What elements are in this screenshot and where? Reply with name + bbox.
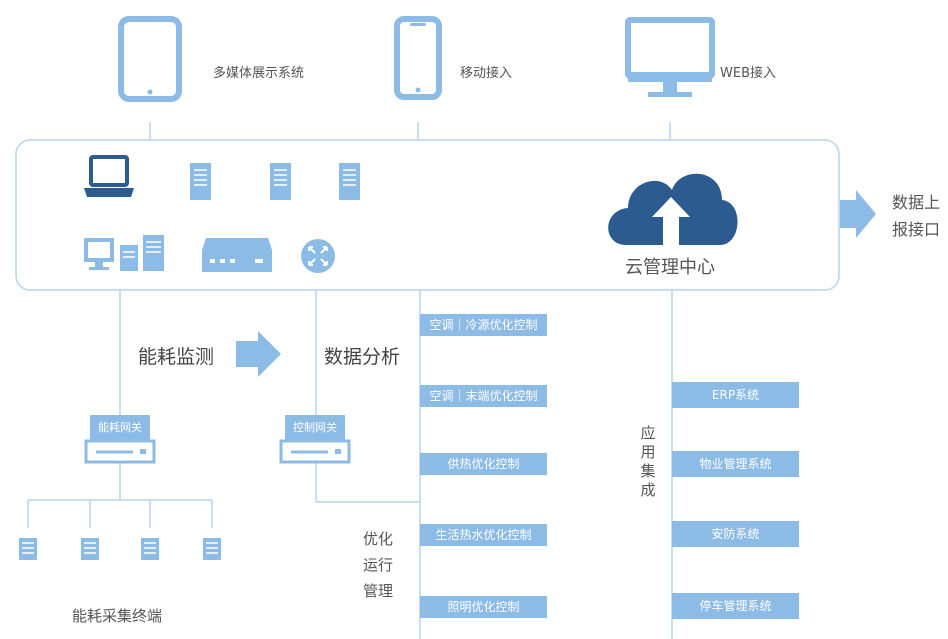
tablet-icon [118, 16, 182, 102]
terminal-icon [19, 538, 37, 560]
optimize-box-chiller: 空调｜冷源优化控制 [420, 314, 547, 336]
energy-gateway-icon [84, 415, 156, 464]
app-box-parking: 停车管理系统 [672, 593, 799, 619]
energy-gateway-label: 能耗网关 [98, 421, 142, 434]
optimize-box-terminal: 空调｜末端优化控制 [420, 385, 547, 407]
optimize-box-lighting: 照明优化控制 [420, 596, 547, 618]
cloud-center-label: 云管理中心 [625, 257, 715, 278]
workstation-icon [84, 235, 164, 271]
network-switch-icon [202, 238, 272, 272]
server-icon [339, 163, 360, 200]
data-report-label: 数据上报接口 [892, 193, 941, 239]
data-analysis-label: 数据分析 [324, 346, 401, 368]
server-icon [190, 163, 211, 200]
energy-monitor-label: 能耗监测 [138, 346, 215, 368]
app-integration-label: 应用集成 [640, 424, 656, 499]
optimize-label: 优化运行管理 [362, 530, 393, 600]
app-box-erp: ERP系统 [672, 382, 799, 408]
device-label-multimedia: 多媒体展示系统 [213, 66, 305, 81]
terminals-label: 能耗采集终端 [72, 607, 163, 625]
cloud-upload-icon [608, 173, 738, 245]
terminal-icon [141, 538, 159, 560]
app-box-property: 物业管理系统 [672, 451, 799, 477]
optimize-box-hot-water: 生活热水优化控制 [420, 524, 547, 546]
server-icon [270, 163, 291, 200]
laptop-icon [84, 155, 134, 197]
optimize-box-heating: 供热优化控制 [420, 453, 547, 475]
device-label-web: WEB接入 [720, 66, 776, 81]
control-gateway-label: 控制网关 [293, 421, 337, 434]
arrow-right-icon [236, 331, 281, 377]
device-label-mobile: 移动接入 [460, 66, 513, 81]
router-icon [301, 239, 335, 273]
monitor-icon [625, 17, 715, 97]
mobile-phone-icon [394, 16, 442, 100]
terminal-icon [203, 538, 221, 560]
arrow-right-icon [840, 190, 876, 238]
control-gateway-icon [279, 415, 351, 464]
app-box-security: 安防系统 [672, 521, 799, 547]
terminal-icon [81, 538, 99, 560]
